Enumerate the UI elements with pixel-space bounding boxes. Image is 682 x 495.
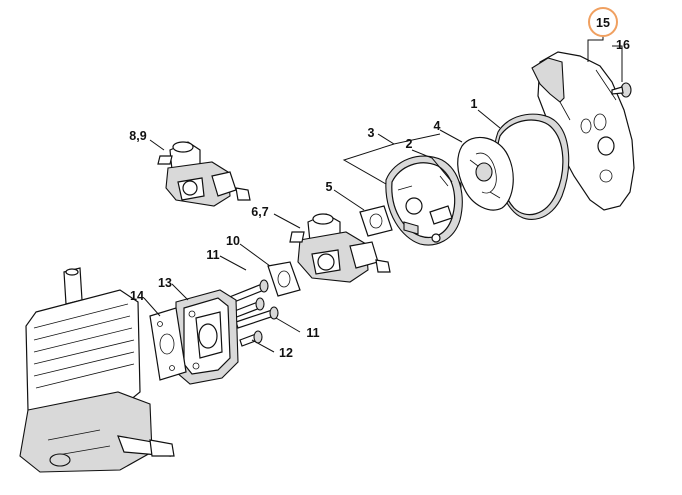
gasket-5-part[interactable] — [359, 205, 393, 237]
callout-14[interactable]: 14 — [130, 289, 144, 303]
engine-cylinder-part — [19, 267, 175, 473]
callout-8-9[interactable]: 8,9 — [129, 129, 146, 143]
callout-11-upper[interactable]: 11 — [206, 248, 219, 262]
screw-16-part[interactable] — [611, 82, 632, 98]
leader-lines — [143, 36, 623, 353]
callout-13[interactable]: 13 — [158, 276, 172, 290]
gasket-10-part[interactable] — [267, 261, 301, 297]
callout-15[interactable]: 15 — [596, 16, 610, 30]
callout-12[interactable]: 12 — [279, 346, 293, 360]
callout-labels: 15 16 1 4 3 2 8,9 5 6,7 10 11 13 14 11 1… — [129, 7, 630, 360]
callout-15-highlight-circle[interactable] — [588, 7, 618, 37]
callout-5[interactable]: 5 — [326, 180, 333, 194]
callout-1[interactable]: 1 — [471, 97, 478, 111]
callout-16[interactable]: 16 — [616, 38, 630, 52]
carburetor-6-7-part[interactable] — [289, 213, 391, 283]
gasket-14-part[interactable] — [149, 307, 187, 381]
baffle-plate-part[interactable] — [457, 136, 514, 211]
carburetor-8-9-part[interactable] — [157, 141, 251, 207]
callout-4[interactable]: 4 — [434, 119, 441, 133]
callout-11-lower[interactable]: 11 — [306, 326, 319, 340]
callout-6-7[interactable]: 6,7 — [251, 205, 268, 219]
callout-3[interactable]: 3 — [368, 126, 375, 140]
carburetor-box-part[interactable] — [385, 155, 463, 246]
intake-flange-part[interactable] — [175, 289, 239, 385]
callout-10[interactable]: 10 — [226, 234, 240, 248]
callout-2[interactable]: 2 — [406, 137, 413, 151]
air-filter-part[interactable] — [493, 113, 570, 220]
screw-12-part[interactable] — [239, 330, 263, 347]
